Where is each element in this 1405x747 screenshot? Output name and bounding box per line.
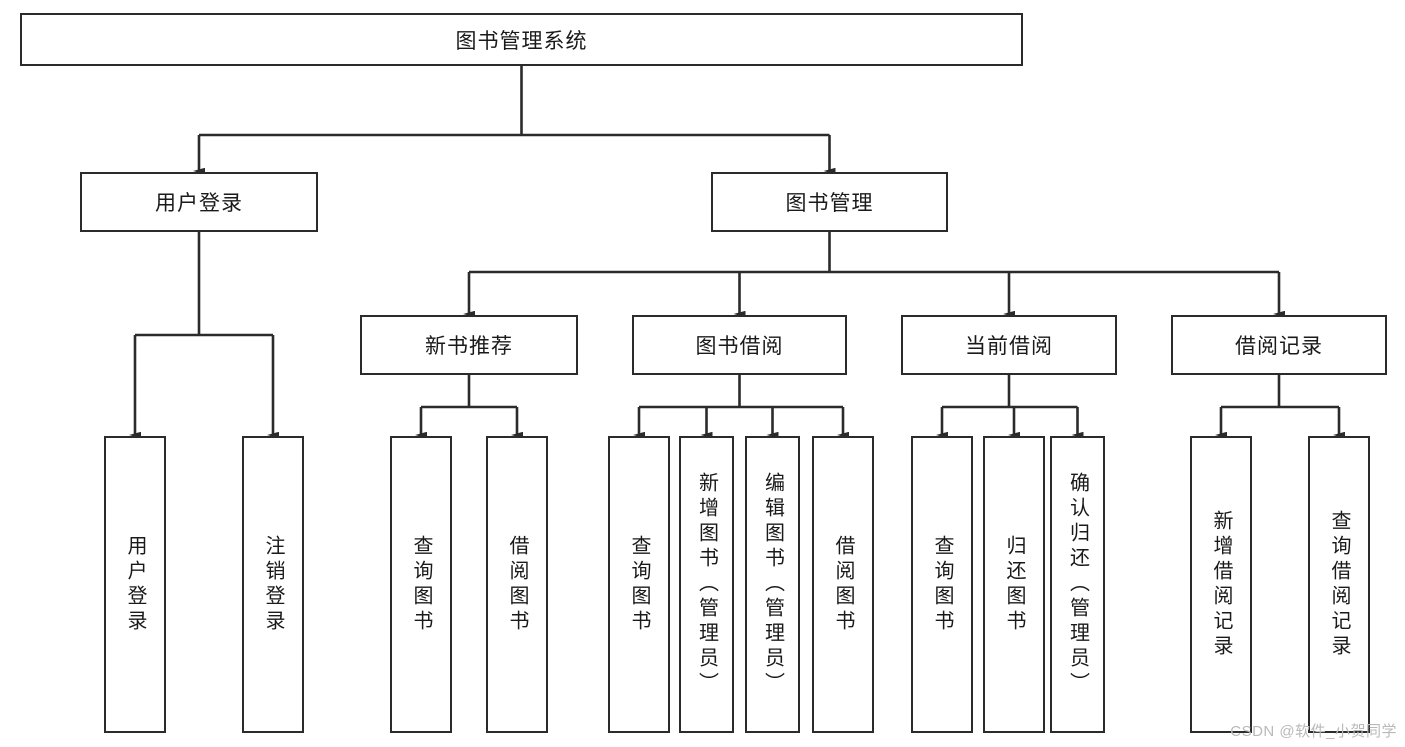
csdn-watermark: CSDN @软件_小贺同学 bbox=[1230, 723, 1397, 740]
leaf-query-book-new[interactable]: 查询图书 bbox=[390, 436, 452, 733]
leaf-logout-label: 注销登录 bbox=[262, 534, 284, 635]
node-book-management[interactable]: 图书管理 bbox=[711, 172, 948, 232]
leaf-confirm-return-admin-label: 确认归还（管理员） bbox=[1066, 472, 1089, 697]
leaf-user-login-label: 用户登录 bbox=[124, 534, 146, 635]
leaf-query-book-current[interactable]: 查询图书 bbox=[911, 436, 973, 733]
leaf-query-borrow-record-label: 查询借阅记录 bbox=[1328, 509, 1350, 660]
node-root-label: 图书管理系统 bbox=[455, 29, 588, 53]
node-current-borrow-label: 当前借阅 bbox=[965, 335, 1053, 358]
node-root[interactable]: 图书管理系统 bbox=[20, 13, 1023, 66]
leaf-borrow-book-new-label: 借阅图书 bbox=[506, 534, 528, 635]
node-book-borrow-label: 图书借阅 bbox=[695, 335, 784, 358]
leaf-return-book[interactable]: 归还图书 bbox=[983, 436, 1045, 733]
node-borrow-records[interactable]: 借阅记录 bbox=[1171, 315, 1387, 375]
node-borrow-records-label: 借阅记录 bbox=[1235, 335, 1323, 358]
leaf-query-book-borrow[interactable]: 查询图书 bbox=[608, 436, 670, 733]
leaf-add-borrow-record-label: 新增借阅记录 bbox=[1210, 509, 1232, 660]
leaf-return-book-label: 归还图书 bbox=[1003, 534, 1025, 635]
leaf-confirm-return-admin[interactable]: 确认归还（管理员） bbox=[1050, 436, 1105, 733]
node-user-login-label: 用户登录 bbox=[155, 192, 243, 215]
node-new-book-recommend-label: 新书推荐 bbox=[425, 335, 513, 358]
leaf-logout[interactable]: 注销登录 bbox=[242, 436, 304, 733]
leaf-query-book-new-label: 查询图书 bbox=[410, 534, 432, 635]
node-book-borrow[interactable]: 图书借阅 bbox=[632, 315, 847, 375]
node-current-borrow[interactable]: 当前借阅 bbox=[901, 315, 1117, 375]
leaf-add-book-admin-label: 新增图书（管理员） bbox=[695, 472, 718, 697]
leaf-add-book-admin[interactable]: 新增图书（管理员） bbox=[679, 436, 734, 733]
leaf-edit-book-admin-label: 编辑图书（管理员） bbox=[761, 472, 784, 697]
leaf-edit-book-admin[interactable]: 编辑图书（管理员） bbox=[745, 436, 800, 733]
node-new-book-recommend[interactable]: 新书推荐 bbox=[360, 315, 578, 375]
leaf-lend-book[interactable]: 借阅图书 bbox=[812, 436, 874, 733]
leaf-lend-book-label: 借阅图书 bbox=[832, 534, 854, 635]
leaf-borrow-book-new[interactable]: 借阅图书 bbox=[486, 436, 548, 733]
node-book-management-label: 图书管理 bbox=[785, 192, 874, 215]
leaf-user-login[interactable]: 用户登录 bbox=[104, 436, 166, 733]
leaf-query-borrow-record[interactable]: 查询借阅记录 bbox=[1308, 436, 1370, 733]
leaf-add-borrow-record[interactable]: 新增借阅记录 bbox=[1190, 436, 1252, 733]
node-user-login[interactable]: 用户登录 bbox=[80, 172, 318, 232]
leaf-query-book-current-label: 查询图书 bbox=[931, 534, 953, 635]
leaf-query-book-borrow-label: 查询图书 bbox=[628, 534, 650, 635]
